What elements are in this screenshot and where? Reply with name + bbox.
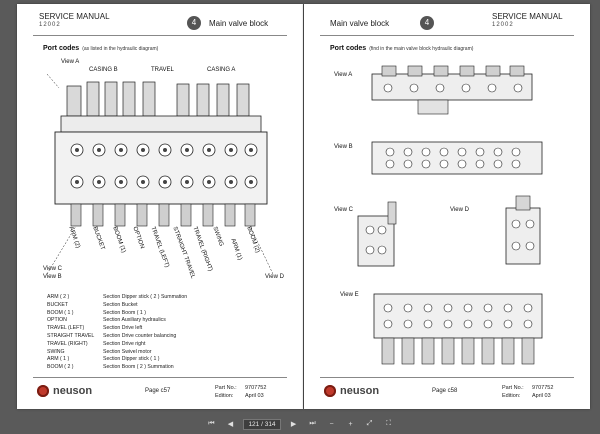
neuson-logo: neuson [37,385,92,397]
left-page: SERVICE MANUAL 12002 4 Main valve block … [17,4,303,409]
right-page: Main valve block 4 SERVICE MANUAL 12002 … [304,4,590,409]
view-d-label: View D [265,274,284,280]
travel-label: TRAVEL [151,67,174,73]
header-divider [33,35,287,36]
legend-row: TRAVEL (RIGHT)Section Drive right [47,340,146,347]
valve-block-diagram [47,74,273,275]
view-c-label: View C [43,266,62,272]
footer-divider [33,377,287,378]
edition-value: April 03 [245,393,264,399]
header-section: Main valve block [209,19,269,28]
logo-text: neuson [340,385,380,397]
view-a-label: View A [334,72,353,78]
casing-b-label: CASING B [89,67,118,73]
edition-label: Edition: [215,393,234,399]
logo-text: neuson [53,385,93,397]
legend-row: ARM ( 1 )Section Dipper stick ( 1 ) [47,356,160,363]
viewer-toolbar: ⏮ ◀ 121 / 314 ▶ ⏭ − + ⤢ ⛶ [0,414,600,434]
view-e-drawing [373,293,543,365]
port-codes-heading: Port codes(find in the main valve block … [330,45,473,52]
part-no-label: Part No.: [502,385,524,391]
view-a-drawing [371,65,533,115]
edition-label: Edition: [502,393,521,399]
part-no-label: Part No.: [215,385,237,391]
header-divider [320,35,574,36]
neuson-logo-icon [324,385,336,397]
view-e-label: View E [340,292,359,298]
view-a-label: View A [61,59,80,65]
footer-meta: Part No.: 9707752 Edition: April 03 [502,384,553,400]
view-b-label: View B [43,274,62,280]
view-c-label: View C [334,207,353,213]
previous-page-icon[interactable]: ◀ [227,421,234,428]
port-codes-note: (find in the main valve block hydraulic … [369,46,474,52]
chapter-badge: 4 [187,16,201,30]
fullscreen-icon[interactable]: ⛶ [386,420,391,427]
view-c-drawing [357,201,397,267]
header-title: SERVICE MANUAL [39,12,110,21]
header-section: Main valve block [330,19,390,28]
legend-row: ARM ( 2 )Section Dipper stick ( 2 ) Summ… [47,294,188,300]
zoom-in-icon[interactable]: + [348,420,353,428]
zoom-out-icon[interactable]: − [329,420,334,428]
page-indicator[interactable]: 121 / 314 [243,418,281,430]
last-page-icon[interactable]: ⏭ [309,420,316,427]
view-b-label: View B [334,144,353,150]
fit-page-icon[interactable]: ⤢ [366,420,373,427]
casing-a-label: CASING A [207,67,236,73]
legend-row: BOOM ( 1 )Section Boom ( 1 ) [47,309,146,316]
port-codes-note: (as listed in the hydraulic diagram) [82,46,159,52]
page-number: Page c58 [432,388,458,394]
neuson-logo: neuson [324,385,379,397]
header-code: 12002 [39,22,61,28]
footer-divider [320,377,574,378]
header-code: 12002 [492,22,514,28]
legend-row: BOOM ( 2 )Section Boom ( 2 ) Summation [47,364,174,371]
legend-row: TRAVEL (LEFT)Section Drive left [47,325,143,332]
port-codes-title: Port codes [43,45,80,52]
view-d-drawing [505,195,541,265]
part-no-value: 9707752 [245,385,267,391]
header-title: SERVICE MANUAL [492,12,563,21]
part-no-value: 9707752 [532,385,554,391]
first-page-icon[interactable]: ⏮ [208,420,215,427]
chapter-badge: 4 [420,16,434,30]
section-legend: ARM ( 2 )Section Dipper stick ( 2 ) Summ… [47,294,187,372]
next-page-icon[interactable]: ▶ [290,421,297,428]
port-codes-heading: Port codes(as listed in the hydraulic di… [43,45,158,52]
page-number: Page c57 [145,388,171,394]
view-b-drawing [371,141,543,175]
footer-meta: Part No.: 9707752 Edition: April 03 [215,384,266,400]
edition-value: April 03 [532,393,551,399]
port-codes-title: Port codes [330,45,367,52]
view-d-label: View D [450,207,469,213]
neuson-logo-icon [37,385,49,397]
